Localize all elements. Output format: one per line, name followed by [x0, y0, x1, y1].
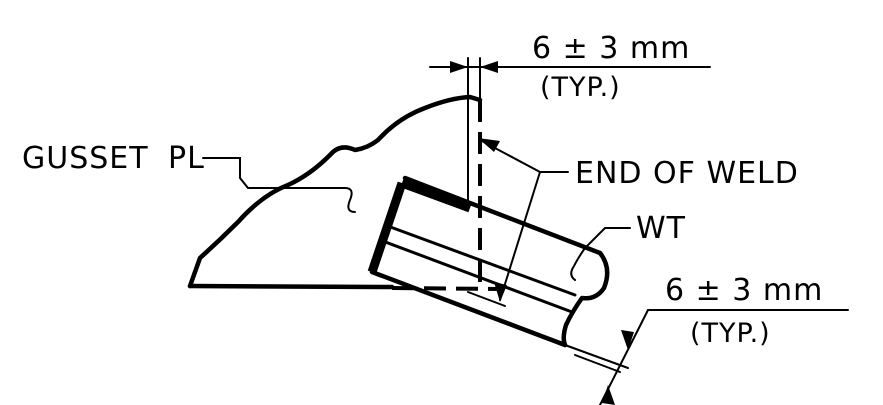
dim-top-arrow-left — [450, 61, 468, 73]
gusset-leader-tail — [344, 187, 356, 213]
plate-symbol: PL — [168, 141, 205, 176]
end-of-weld-arrow-bottom — [494, 282, 507, 302]
end-of-weld-leader-bottom — [499, 171, 541, 301]
dim-bottom-value: 6 ± 3 mm — [665, 273, 823, 308]
wt-flange-line-2 — [378, 238, 574, 314]
end-of-weld-arrow-top — [478, 138, 500, 152]
dim-bottom-arrow-top — [621, 330, 634, 350]
gusset-label: GUSSET — [22, 141, 149, 176]
gusset-plate-outline — [187, 94, 483, 289]
wt-end-weld-top — [400, 178, 472, 213]
wt-label: WT — [636, 211, 686, 246]
wt-flange-line-1 — [383, 223, 577, 297]
wt-bottom-extension — [564, 344, 629, 369]
weld-end-tick — [467, 291, 506, 307]
dim-top-note: (TYP.) — [540, 72, 621, 103]
gusset-leader — [202, 157, 346, 189]
wt-bottom-extension-2 — [574, 354, 621, 373]
wt-break-line — [561, 250, 610, 348]
dim-bottom-arrow-bottom — [602, 385, 615, 405]
dim-top-arrow-right — [480, 61, 498, 73]
dim-top-value: 6 ± 3 mm — [532, 31, 690, 66]
wt-top-edge — [402, 175, 603, 256]
wt-leader — [570, 227, 631, 281]
gusset-bottom-edge — [187, 283, 395, 290]
gusset-bottom-edge-dashed — [391, 286, 501, 291]
dim-bottom-note: (TYP.) — [690, 318, 771, 349]
wt-end-weld — [367, 181, 407, 274]
end-of-weld-label: END OF WELD — [575, 156, 799, 191]
wt-bottom-edge — [369, 269, 568, 348]
